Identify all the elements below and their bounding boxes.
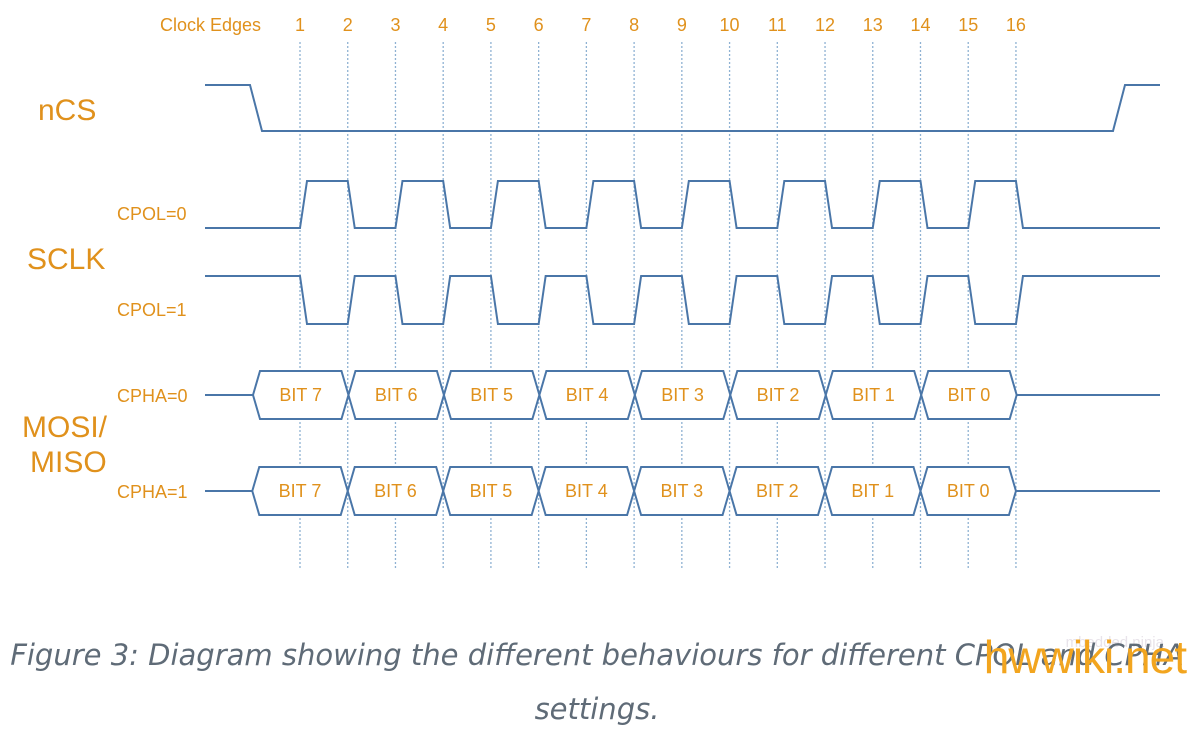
cpha1-bit-label: BIT 2 <box>756 481 799 501</box>
edge-number-2: 2 <box>343 15 353 35</box>
ncs-label: nCS <box>38 94 96 127</box>
edge-number-13: 13 <box>863 15 883 35</box>
cpha1-bit-label: BIT 1 <box>851 481 894 501</box>
edge-number-3: 3 <box>390 15 400 35</box>
cpha1-bit-labels: BIT 7 BIT 6 BIT 5 BIT 4 BIT 3 BIT 2 BIT 1 BIT 0 <box>205 466 1160 516</box>
site-watermark: hwwiki.net <box>983 631 1187 683</box>
cpha1-bit-label: BIT 0 <box>947 481 990 501</box>
source-watermark: mbedded.ninja <box>1065 634 1164 651</box>
sclk-cpol0-waveform <box>205 180 1160 229</box>
cpha0-bit-label: BIT 7 <box>279 385 322 405</box>
cpha1-bit-label: BIT 5 <box>470 481 513 501</box>
edge-number-9: 9 <box>677 15 687 35</box>
cpha0-bit-label: BIT 1 <box>852 385 895 405</box>
diagram-labels: Clock Edges nCS SCLK MOSI/ MISO CPOL=0 C… <box>22 15 261 502</box>
cpha0-label: CPHA=0 <box>117 386 188 406</box>
edge-number-12: 12 <box>815 15 835 35</box>
cpha0-bit-label: BIT 2 <box>757 385 800 405</box>
sclk-cpol1-waveform <box>205 275 1160 325</box>
edge-number-7: 7 <box>581 15 591 35</box>
figure-caption: Figure 3: Diagram showing the different … <box>0 628 1194 736</box>
clock-edges-label: Clock Edges <box>160 15 261 35</box>
edge-number-5: 5 <box>486 15 496 35</box>
cpha0-bit-label: BIT 0 <box>948 385 991 405</box>
mosi-label: MOSI/ <box>22 411 108 444</box>
cpha1-label: CPHA=1 <box>117 482 188 502</box>
miso-label: MISO <box>30 446 107 479</box>
cpha0-bit-label: BIT 6 <box>375 385 418 405</box>
caption-line-1: Figure 3: Diagram showing the different … <box>10 638 1184 672</box>
edge-number-6: 6 <box>534 15 544 35</box>
cpha0-bit-label: BIT 3 <box>661 385 704 405</box>
edge-number-16: 16 <box>1006 15 1026 35</box>
cpha1-bit-label: BIT 6 <box>374 481 417 501</box>
cpha0-bit-labels: BIT 7 BIT 6 BIT 5 BIT 4 BIT 3 BIT 2 BIT 1 BIT 0 <box>205 370 1160 420</box>
caption-line-2: settings. <box>534 692 660 726</box>
edge-number-4: 4 <box>438 15 448 35</box>
sclk-label: SCLK <box>27 243 105 276</box>
ncs-waveform <box>205 84 1160 132</box>
edge-number-1: 1 <box>295 15 305 35</box>
cpha0-bit-label: BIT 4 <box>566 385 609 405</box>
edge-number-14: 14 <box>910 15 930 35</box>
edge-number-11: 11 <box>768 15 787 35</box>
cpha0-bit-label: BIT 5 <box>470 385 513 405</box>
cpha1-bit-label: BIT 7 <box>279 481 322 501</box>
cpha1-bit-label: BIT 4 <box>565 481 608 501</box>
spi-timing-diagram: Clock Edges nCS SCLK MOSI/ MISO CPOL=0 C… <box>22 15 1160 568</box>
cpol1-label: CPOL=1 <box>117 300 187 320</box>
edge-number-15: 15 <box>958 15 978 35</box>
edge-number-10: 10 <box>720 15 740 35</box>
cpha1-bit-label: BIT 3 <box>660 481 703 501</box>
waveforms <box>205 84 1160 325</box>
edge-number-8: 8 <box>629 15 639 35</box>
cpol0-label: CPOL=0 <box>117 204 187 224</box>
